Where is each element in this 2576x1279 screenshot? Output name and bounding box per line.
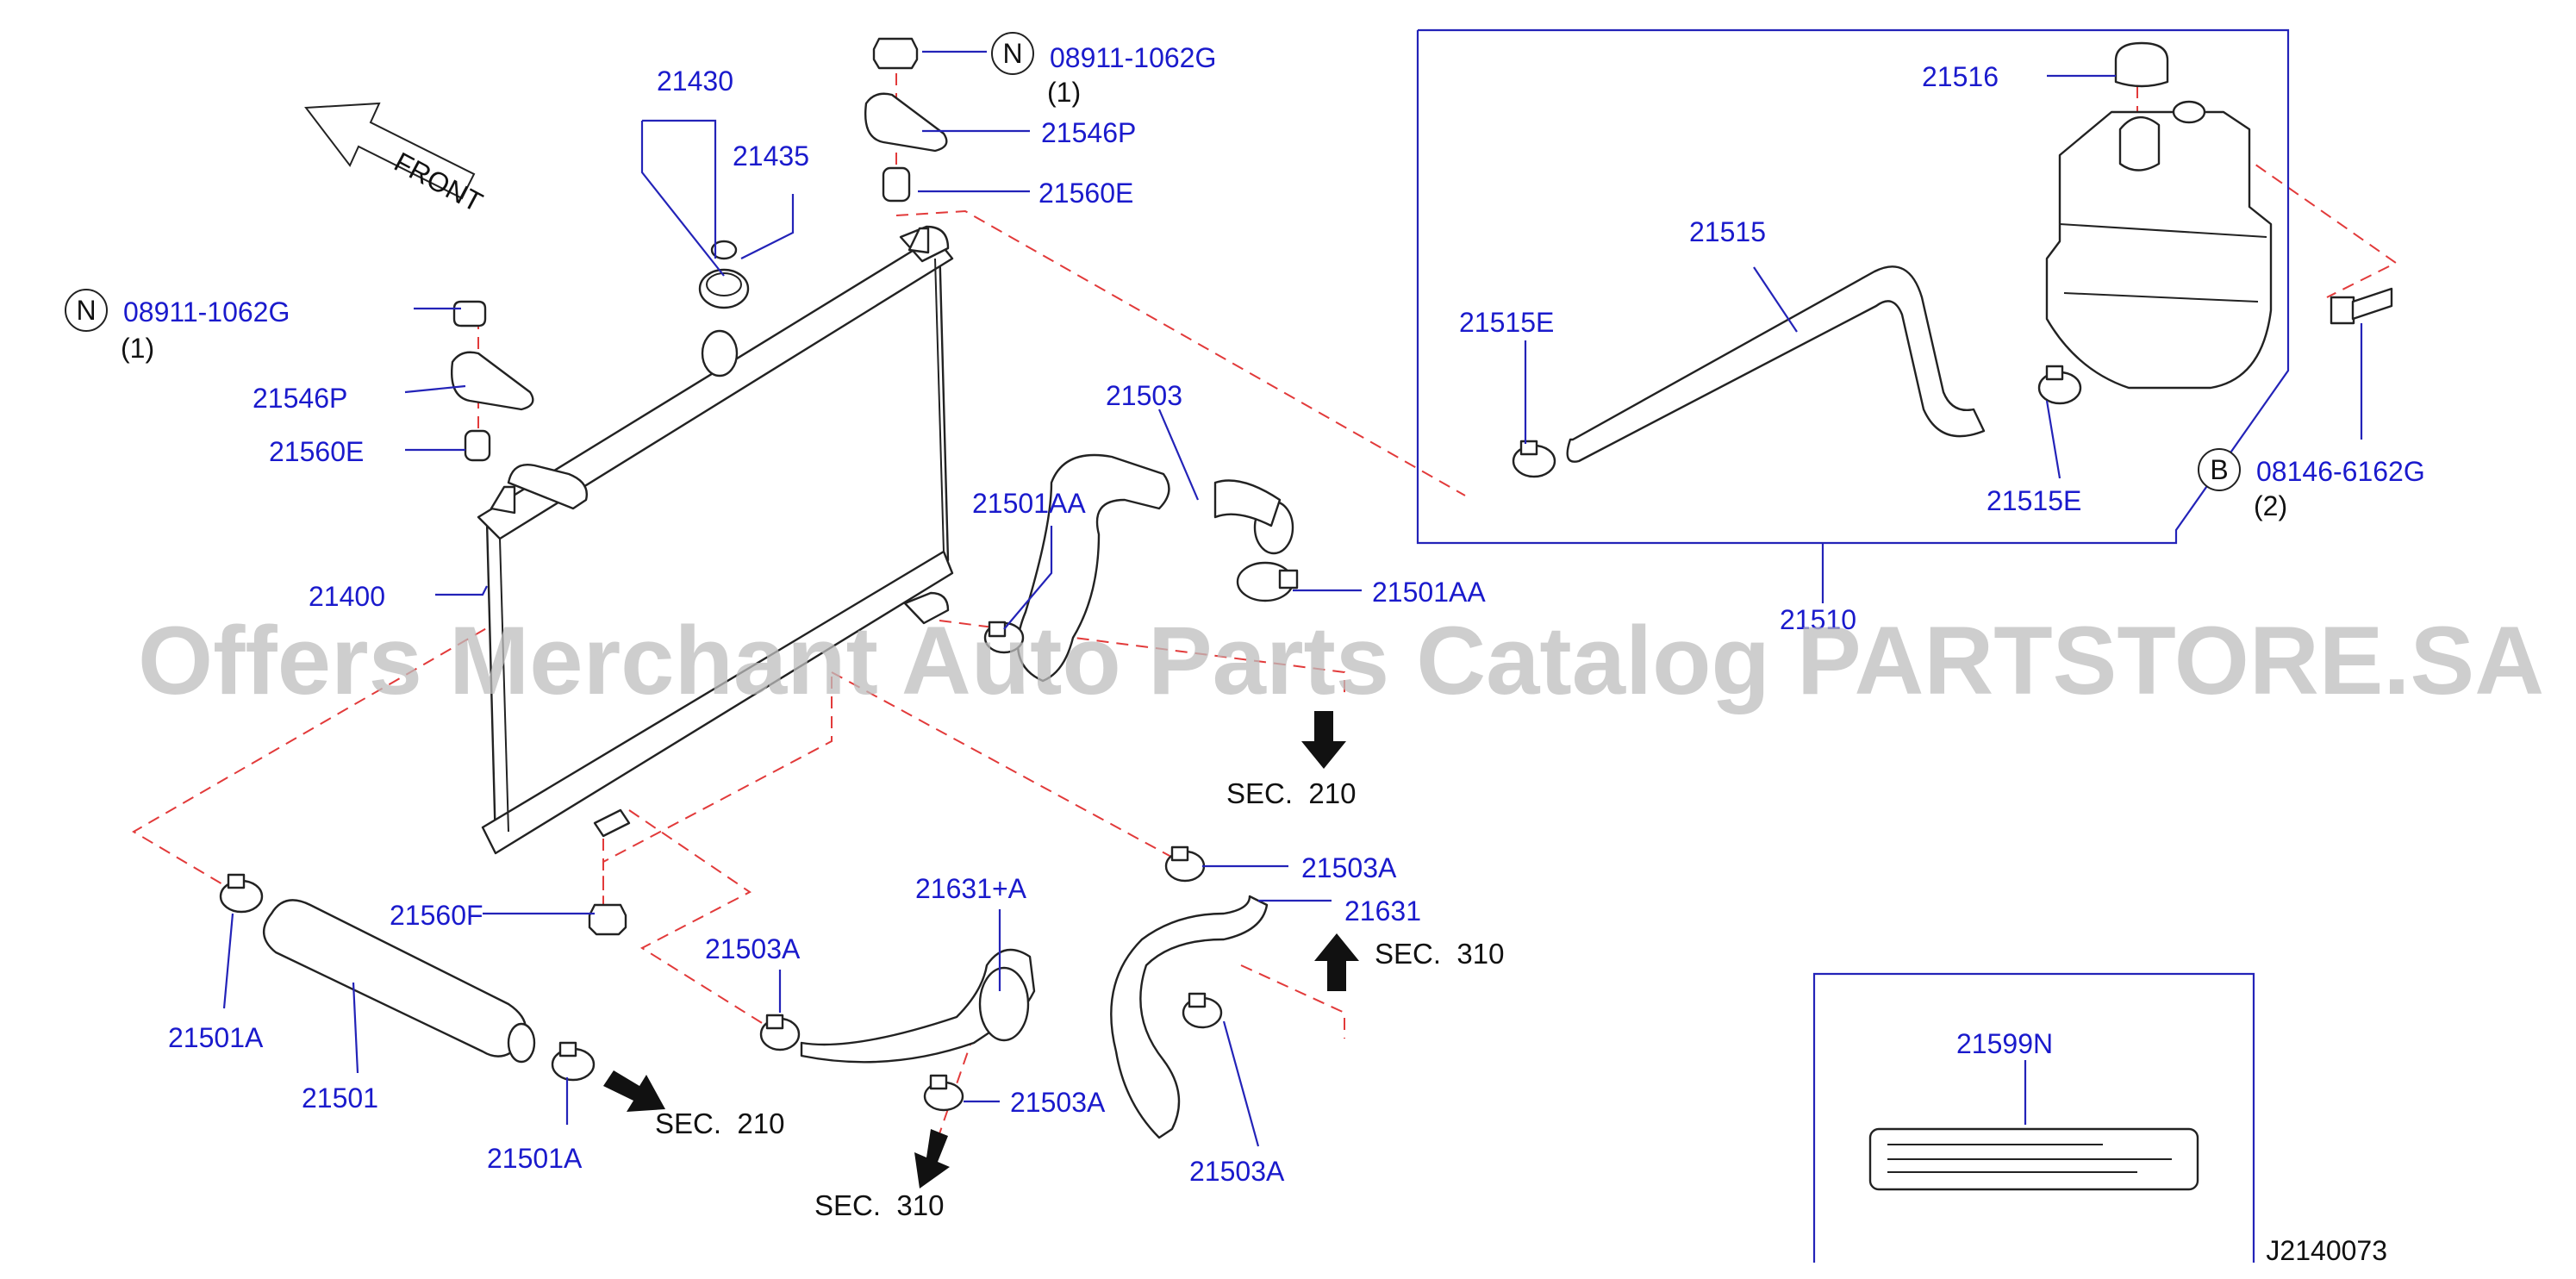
label-21546p-left[interactable]: 21546P <box>253 383 347 414</box>
sec-310-bottom[interactable]: SEC. 310 <box>814 1189 944 1221</box>
label-21599n[interactable]: 21599N <box>1956 1028 2053 1059</box>
arrow-sec310-bottom <box>914 1129 950 1189</box>
clamp-21515e-right[interactable] <box>2037 365 2082 405</box>
label-21501a-left[interactable]: 21501A <box>168 1022 264 1053</box>
label-21503a-bottom[interactable]: 21503A <box>1189 1156 1285 1187</box>
caution-label-21599n[interactable] <box>1868 1127 2199 1191</box>
reservoir-group-box <box>1416 28 2290 545</box>
svg-text:B: B <box>2210 454 2228 485</box>
radiator-21400[interactable] <box>477 225 954 855</box>
svg-text:N: N <box>1002 38 1022 69</box>
clamp-21501a-left[interactable] <box>219 873 264 914</box>
arrow-sec210-right <box>1301 711 1346 769</box>
clamp-21501aa-right[interactable] <box>1236 561 1299 602</box>
part-labels: 21430 21435 08911-1062G (1) 21546P 21560… <box>121 42 2425 1187</box>
label-21501aa-left[interactable]: 21501AA <box>972 488 1086 519</box>
clamp-21501a-bottom[interactable] <box>551 1041 596 1082</box>
watermark: Offers Merchant Auto Parts Catalog PARTS… <box>138 607 2544 714</box>
reservoir-cap-21516[interactable] <box>2114 41 2169 88</box>
label-21501[interactable]: 21501 <box>302 1082 378 1114</box>
clamp-21515e-left[interactable] <box>1512 440 1556 478</box>
label-21503[interactable]: 21503 <box>1106 380 1182 411</box>
qty-08911-left: (1) <box>121 333 154 364</box>
sec-210-bottom[interactable]: SEC. 210 <box>655 1107 784 1139</box>
label-21501a-bottom[interactable]: 21501A <box>487 1143 583 1174</box>
hose-21631a[interactable] <box>800 948 1036 1064</box>
top-mount-stack[interactable] <box>864 37 948 203</box>
sec-310-right[interactable]: SEC. 310 <box>1375 938 1504 970</box>
upper-hose-21503[interactable] <box>1016 453 1294 683</box>
reservoir-tank[interactable] <box>2045 100 2273 390</box>
svg-text:N: N <box>76 295 96 326</box>
label-21560f[interactable]: 21560F <box>390 900 483 931</box>
label-21516[interactable]: 21516 <box>1922 61 1999 92</box>
label-21501aa-right[interactable]: 21501AA <box>1372 577 1486 608</box>
label-21503a-left[interactable]: 21503A <box>705 933 801 964</box>
label-08146[interactable]: 08146-6162G <box>2256 456 2425 487</box>
radiator-cap[interactable] <box>698 268 750 309</box>
label-21560e-top[interactable]: 21560E <box>1039 178 1133 209</box>
label-21510[interactable]: 21510 <box>1780 604 1856 635</box>
label-08911-left[interactable]: 08911-1062G <box>123 296 290 328</box>
label-21515e-right[interactable]: 21515E <box>1987 485 2081 516</box>
arrow-sec310-right <box>1314 933 1359 991</box>
arrow-sec210-bottom <box>603 1070 665 1112</box>
label-group-box <box>1812 972 2255 1263</box>
qty-08146: (2) <box>2254 490 2287 521</box>
clamp-21503a-left[interactable] <box>759 1014 801 1051</box>
qty-08911-top: (1) <box>1047 77 1081 108</box>
clamp-21503a-bottom[interactable] <box>1182 992 1223 1029</box>
b-mark: B <box>2198 448 2241 491</box>
hose-21631[interactable] <box>1110 895 1269 1139</box>
bolt-08146[interactable] <box>2330 287 2393 325</box>
label-21515e-left[interactable]: 21515E <box>1459 307 1554 338</box>
label-21503a-top[interactable]: 21503A <box>1301 852 1397 883</box>
clamp-21501aa-left[interactable] <box>983 621 1025 654</box>
cap-seal-21435[interactable] <box>710 240 738 260</box>
clamp-21503a-top[interactable] <box>1164 845 1206 883</box>
label-21515[interactable]: 21515 <box>1689 216 1766 247</box>
label-21503a-mid[interactable]: 21503A <box>1010 1087 1106 1118</box>
drain-plug-21560f[interactable] <box>588 903 627 936</box>
n-mark-top: N <box>991 32 1034 75</box>
clamp-21503a-mid[interactable] <box>923 1074 964 1112</box>
label-08911-top[interactable]: 08911-1062G <box>1050 42 1216 73</box>
label-21631[interactable]: 21631 <box>1344 895 1421 926</box>
reservoir-hose-21515[interactable] <box>1566 265 1986 463</box>
label-21430[interactable]: 21430 <box>657 66 733 97</box>
leader-lines <box>222 50 2363 1147</box>
label-21631a[interactable]: 21631+A <box>915 873 1027 904</box>
left-mount-stack[interactable] <box>451 300 534 462</box>
routing-dashed-lines <box>132 53 2398 1147</box>
label-21435[interactable]: 21435 <box>733 140 809 172</box>
section-references: SEC. 210 SEC. 310 SEC. 210 SEC. 310 <box>655 777 1504 1221</box>
label-21546p-top[interactable]: 21546P <box>1041 117 1136 148</box>
label-21400[interactable]: 21400 <box>309 581 385 612</box>
front-arrow-icon <box>304 102 476 200</box>
label-21560e-left[interactable]: 21560E <box>269 436 364 467</box>
lower-hose-21501[interactable] <box>263 899 536 1064</box>
sec-210-right[interactable]: SEC. 210 <box>1226 777 1356 809</box>
n-mark-left: N <box>65 289 108 332</box>
diagram-code: J2140073 <box>2266 1235 2387 1266</box>
